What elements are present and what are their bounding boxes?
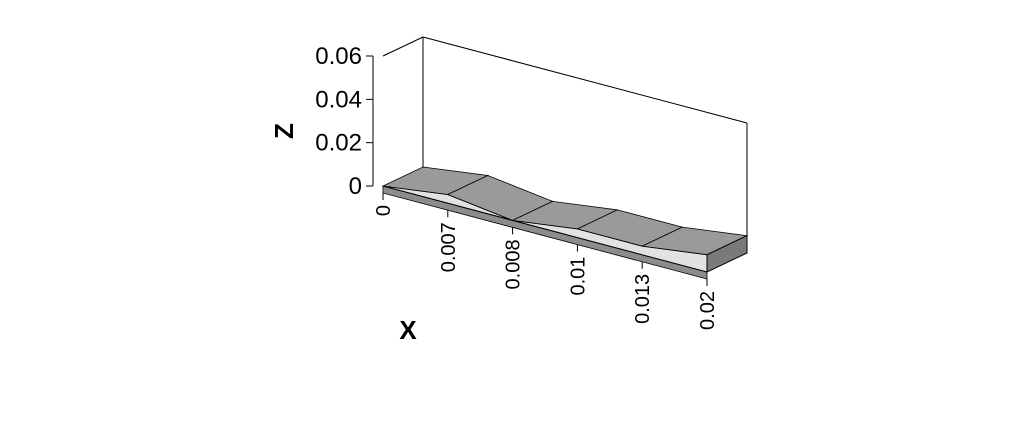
x-tick-label-3: 0.01: [567, 257, 589, 296]
x-tick-label-4: 0.013: [632, 274, 654, 324]
x-axis-ticks: 0 0.007 0.008 0.01 0.013 0.02: [373, 193, 719, 330]
x-tick-label-5: 0.02: [697, 291, 719, 330]
z-axis-label: Z: [269, 123, 299, 139]
z-axis-ticks: 0 0.02 0.04 0.06: [315, 43, 373, 200]
z-tick-label-2: 0.04: [315, 86, 362, 113]
x-tick-label-2: 0.008: [503, 239, 525, 289]
x-tick-label-0: 0: [373, 205, 395, 216]
x-tick-label-1: 0.007: [438, 222, 460, 272]
z-tick-label-0: 0: [349, 173, 362, 200]
x-axis-label: X: [399, 315, 417, 345]
frame-edge-1: [382, 36, 424, 57]
frame-edge-3: [422, 36, 748, 124]
area-end-cap: [706, 234, 748, 273]
z-tick-label-1: 0.02: [315, 130, 362, 157]
area-series: [381, 166, 749, 280]
z-tick-label-3: 0.06: [315, 43, 362, 70]
